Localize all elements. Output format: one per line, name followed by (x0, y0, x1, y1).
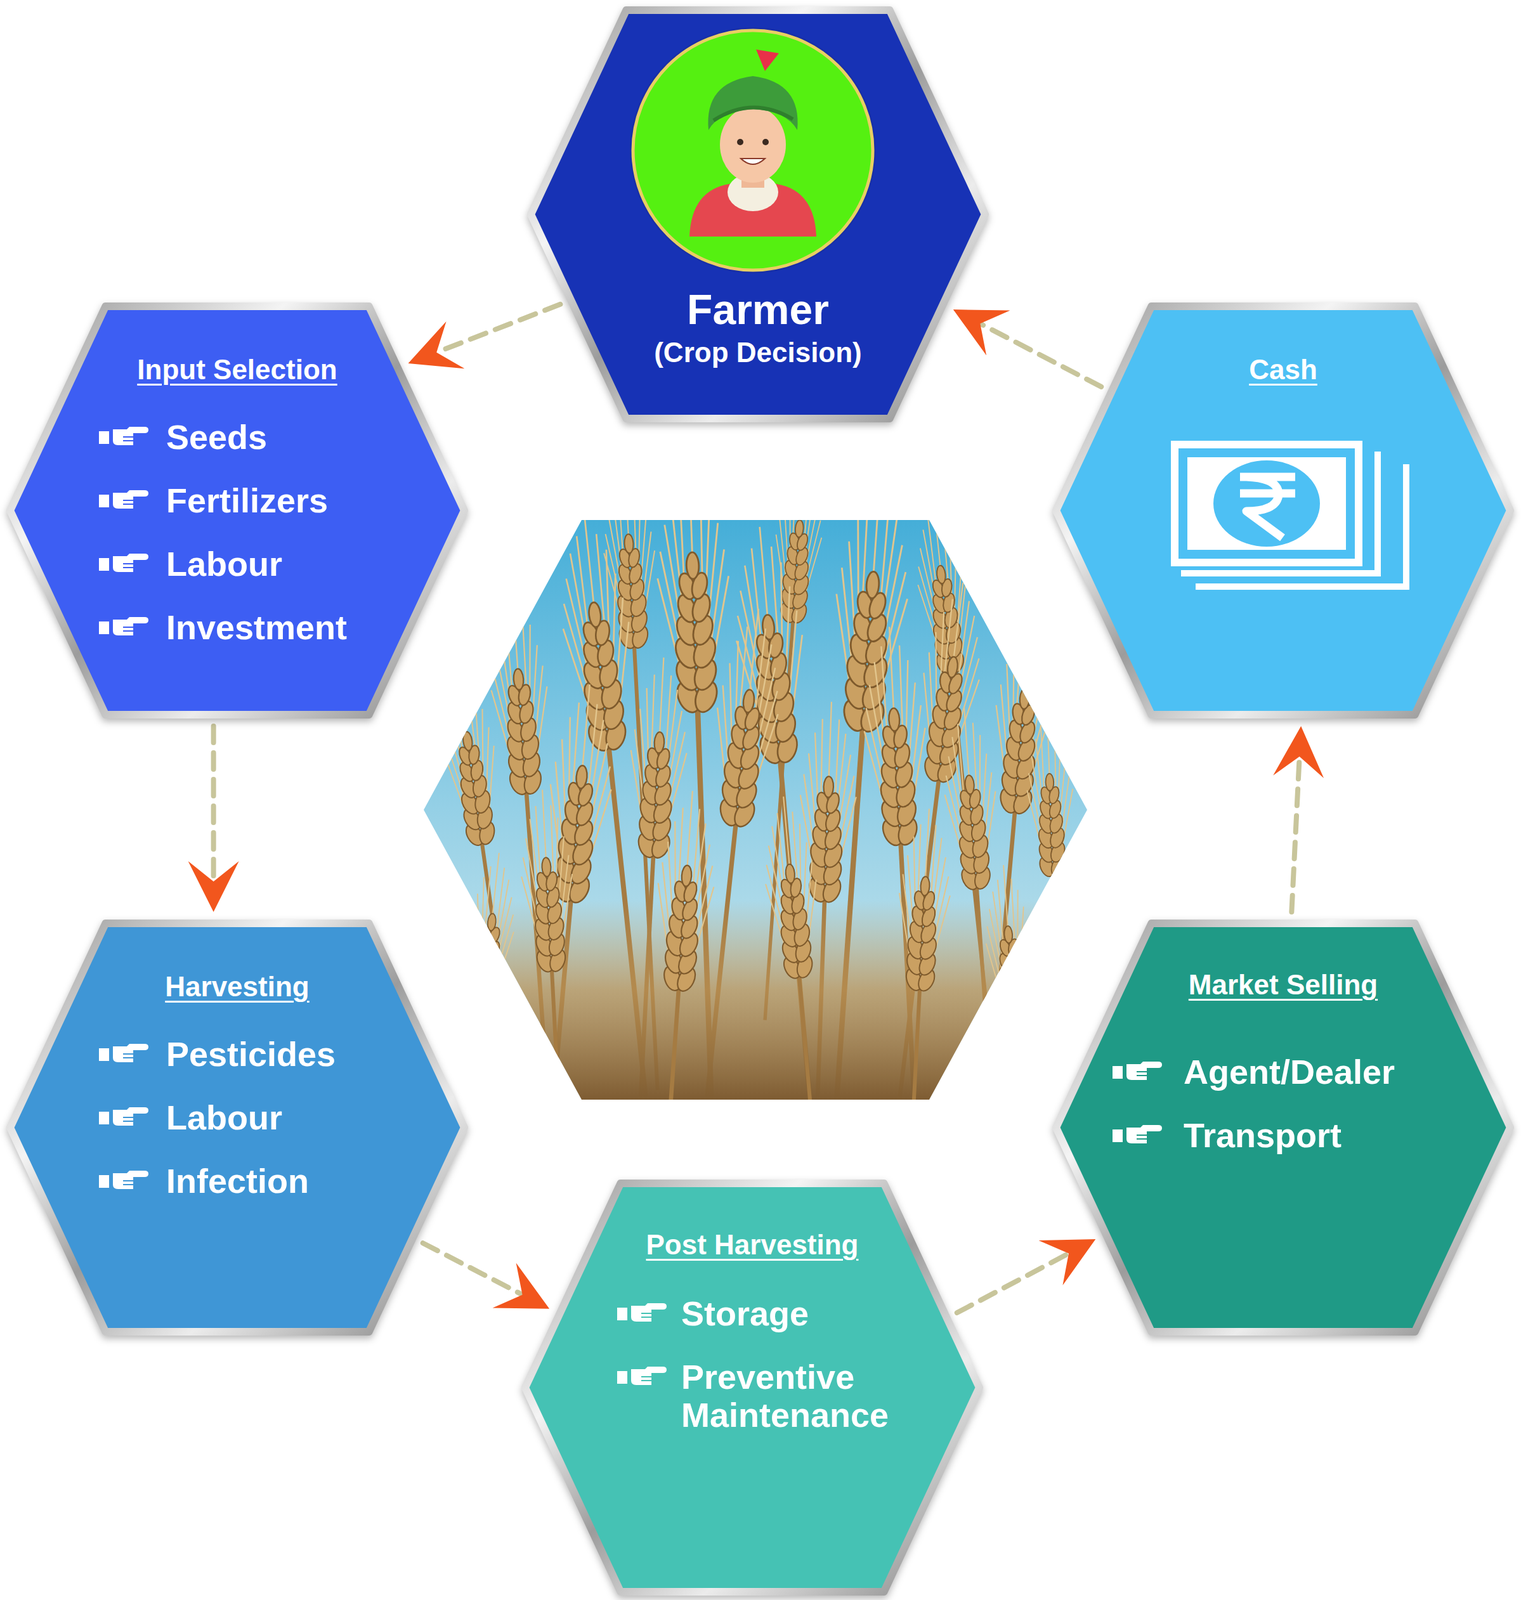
stage-hexagon: Input SelectionSeedsFertilizersLabourInv… (5, 301, 470, 720)
pointing-hand-bullet (98, 1106, 149, 1130)
pointing-hand-bullet (98, 425, 149, 449)
stage-hexagon: Cash (1050, 301, 1516, 720)
bullet-row: Agent/Dealer (1112, 1052, 1516, 1091)
bullet-text: Infection (166, 1161, 309, 1201)
bullet-row: Infection (98, 1161, 470, 1201)
bullet-row: Seeds (98, 417, 470, 457)
hexagon-content: Farmer(Crop Decision) (525, 284, 991, 371)
bullet-list: SeedsFertilizersLabourInvestment (5, 417, 470, 647)
bullet-text: Transport (1183, 1116, 1342, 1155)
hexagon-content: Input SelectionSeedsFertilizersLabourInv… (5, 350, 470, 672)
bullet-text: Investment (166, 608, 347, 647)
dashed-arrow-connector (423, 1243, 522, 1295)
node-heading: Input Selection (5, 350, 470, 389)
farmer-avatar (629, 27, 876, 274)
dashed-arrow-connector (211, 726, 217, 881)
hexagon-content: Post HarvestingStoragePreventive Mainten… (520, 1226, 985, 1460)
dashed-arrow-connector (1291, 757, 1300, 913)
node-heading: Market Selling (1050, 966, 1516, 1005)
pointing-hand-bullet (617, 1302, 667, 1326)
farmer-hexagon: Farmer(Crop Decision) (525, 5, 991, 424)
node-heading: Harvesting (5, 967, 470, 1006)
dashed-arrow-connector (981, 324, 1102, 387)
bullet-text: Storage (681, 1294, 809, 1333)
stage-hexagon: HarvestingPesticidesLabourInfection (5, 918, 470, 1338)
dashed-arrow-connector (437, 304, 561, 353)
pointing-hand-bullet (98, 552, 149, 576)
bullet-text: Pesticides (166, 1035, 336, 1074)
pointing-hand-bullet (98, 615, 149, 639)
bullet-text: Labour (166, 544, 283, 583)
stage-hexagon: Post HarvestingStoragePreventive Mainten… (520, 1178, 985, 1598)
wheat-photo (417, 456, 1090, 1479)
bullet-row: Labour (98, 1098, 470, 1137)
bullet-text: Preventive Maintenance (681, 1357, 953, 1435)
pointing-hand-bullet (1112, 1123, 1162, 1147)
bullet-text: Agent/Dealer (1183, 1052, 1395, 1091)
node-title: Farmer (525, 284, 991, 335)
bullet-text: Fertilizers (166, 481, 328, 520)
bullet-list: StoragePreventive Maintenance (520, 1294, 985, 1435)
hexagon-content: Market SellingAgent/DealerTransport (1050, 966, 1516, 1180)
pointing-hand-bullet (98, 1042, 149, 1066)
bullet-row: Preventive Maintenance (617, 1357, 985, 1435)
node-heading: Post Harvesting (520, 1226, 985, 1265)
bullet-row: Labour (98, 544, 470, 583)
bullet-row: Transport (1112, 1116, 1516, 1155)
pointing-hand-bullet (1112, 1060, 1162, 1084)
bullet-list: PesticidesLabourInfection (5, 1035, 470, 1201)
stage-hexagon: Market SellingAgent/DealerTransport (1050, 918, 1516, 1338)
bullet-list: Agent/DealerTransport (1050, 1052, 1516, 1155)
pointing-hand-bullet (98, 1169, 149, 1193)
bullet-row: Fertilizers (98, 481, 470, 520)
node-heading: Cash (1050, 350, 1516, 389)
bullet-row: Storage (617, 1294, 985, 1333)
pointing-hand-bullet (617, 1365, 667, 1389)
rupee-cash-icon (1174, 444, 1407, 587)
dashed-arrow-connector (957, 1253, 1068, 1313)
bullet-text: Seeds (166, 417, 268, 457)
bullet-text: Labour (166, 1098, 283, 1137)
pointing-hand-bullet (98, 489, 149, 512)
hexagon-content: HarvestingPesticidesLabourInfection (5, 967, 470, 1226)
hexagon-content: Cash (1050, 350, 1516, 418)
bullet-row: Investment (98, 608, 470, 647)
node-subtitle: (Crop Decision) (525, 334, 991, 371)
bullet-row: Pesticides (98, 1035, 470, 1074)
